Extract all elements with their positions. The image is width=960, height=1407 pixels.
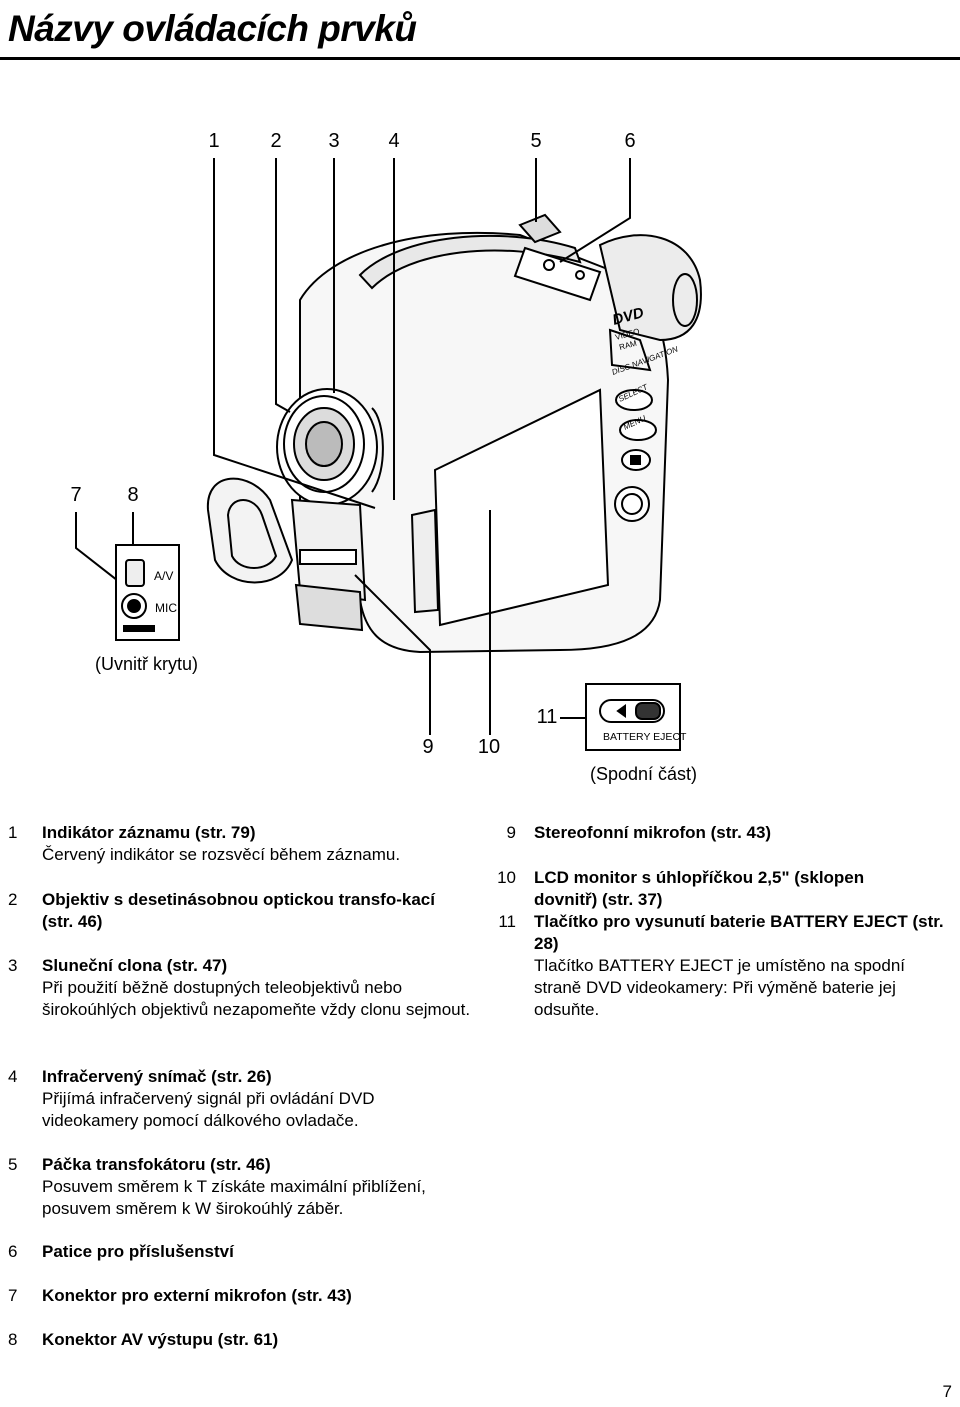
- item-description: Posuvem směrem k T získáte maximální při…: [42, 1177, 426, 1218]
- page-number: 7: [942, 1382, 952, 1401]
- callout-10: 10: [477, 736, 501, 758]
- item-number: 11: [498, 912, 516, 931]
- callout-1: 1: [208, 130, 220, 152]
- callout-7: 7: [70, 484, 82, 506]
- item-heading: LCD monitor s úhlopříčkou 2,5" (sklopen …: [534, 868, 865, 909]
- battery-eject-label: BATTERY EJECT: [603, 731, 687, 743]
- callout-11: 11: [536, 706, 558, 728]
- item-heading: Tlačítko pro vysunutí baterie BATTERY EJ…: [534, 912, 944, 953]
- title-rule: [0, 57, 960, 60]
- hand-strap: [206, 477, 294, 584]
- caption-bottom: (Spodní část): [590, 764, 698, 784]
- item-heading: Konektor pro externí mikrofon (str. 43): [42, 1286, 352, 1305]
- item-number: 6: [8, 1242, 18, 1261]
- item-heading: Sluneční clona (str. 47): [42, 956, 228, 975]
- item-description: Tlačítko BATTERY EJECT je umístěno na sp…: [534, 956, 906, 1019]
- callout-9: 9: [422, 736, 434, 758]
- callout-3: 3: [328, 130, 340, 152]
- item-heading: Indikátor záznamu (str. 79): [42, 823, 256, 842]
- camcorder-illustration: [206, 213, 702, 654]
- item-heading: Konektor AV výstupu (str. 61): [42, 1330, 279, 1349]
- item-description: Červený indikátor se rozsvěcí během zázn…: [42, 845, 401, 864]
- item-heading: Patice pro příslušenství: [42, 1242, 234, 1261]
- accessory-shoe: [513, 246, 602, 302]
- play-pause-button: [614, 486, 650, 522]
- connector-inset: [115, 544, 180, 641]
- caption-inside-cover: (Uvnitř krytu): [95, 654, 198, 674]
- select-button: [615, 389, 653, 411]
- item-number: 8: [8, 1330, 18, 1349]
- callout-2: 2: [270, 130, 282, 152]
- av-label: A/V: [154, 569, 173, 583]
- item-heading: Stereofonní mikrofon (str. 43): [534, 823, 772, 842]
- item-heading: Páčka transfokátoru (str. 46): [42, 1155, 271, 1174]
- item-description: Při použití běžně dostupných teleobjekti…: [42, 978, 471, 1019]
- item-number: 1: [8, 823, 18, 842]
- page-title: Názvy ovládacích prvků: [8, 8, 417, 49]
- item-heading: Infračervený snímač (str. 26): [42, 1067, 272, 1086]
- callout-6: 6: [624, 130, 636, 152]
- mic-label: MIC: [155, 601, 177, 615]
- item-description: Přijímá infračervený signál při ovládání…: [42, 1089, 375, 1130]
- callout-5: 5: [530, 130, 542, 152]
- item-number: 10: [497, 868, 516, 887]
- callout-8: 8: [127, 484, 139, 506]
- item-number: 4: [8, 1067, 18, 1086]
- lcd-monitor: [433, 388, 610, 627]
- av-jack: [125, 559, 145, 587]
- callout-4: 4: [388, 130, 400, 152]
- battery-eject-inset: [585, 683, 681, 751]
- item-number: 9: [506, 823, 516, 842]
- item-number: 5: [8, 1155, 18, 1174]
- item-number: 7: [8, 1286, 18, 1305]
- menu-button: [619, 419, 657, 441]
- item-heading: Objektiv s desetinásobnou optickou trans…: [42, 890, 435, 931]
- item-number: 3: [8, 956, 18, 975]
- camcorder-diagram: DVD VIDEO RAM DISC NAVIGATION SELECT MEN…: [75, 158, 702, 751]
- item-number: 2: [8, 890, 18, 909]
